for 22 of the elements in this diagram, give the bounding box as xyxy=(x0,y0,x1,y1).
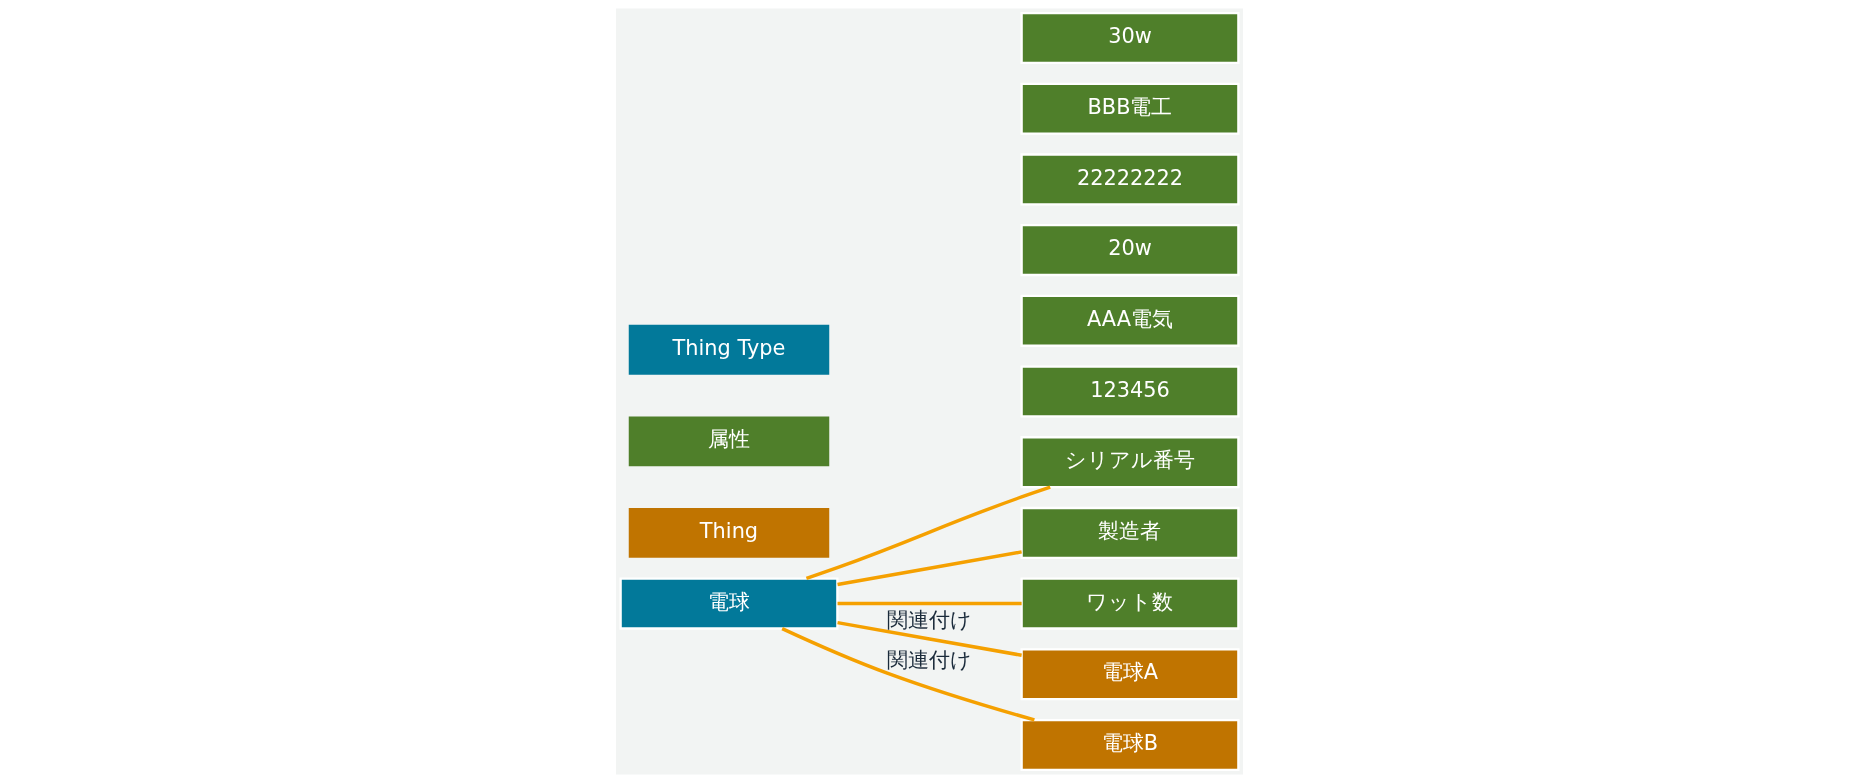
node-box: ワット数 xyxy=(1020,577,1239,630)
connector xyxy=(836,550,1022,587)
connector xyxy=(837,601,1022,606)
node-box: 電球A xyxy=(1020,648,1239,701)
node-box: シリアル番号 xyxy=(1020,436,1239,489)
node-box: 123456 xyxy=(1020,365,1239,418)
legend-label: 属性 xyxy=(707,427,750,452)
edge-label: 関連付け xyxy=(886,647,972,672)
node-box: AAA電気 xyxy=(1020,294,1239,347)
node-box: 30w xyxy=(1020,11,1239,65)
legend-label: Thing Type xyxy=(672,335,785,360)
edge-label: 関連付け xyxy=(886,608,972,633)
node-box: 22222222 xyxy=(1020,153,1239,206)
node-box: BBB電工 xyxy=(1020,82,1239,135)
connector xyxy=(780,627,1035,722)
connector xyxy=(805,485,1051,581)
connector xyxy=(836,620,1022,657)
node-box: 電球 xyxy=(619,577,838,630)
node-box: 20w xyxy=(1020,224,1239,277)
node-box: 電球B xyxy=(1020,718,1239,772)
node-box: 製造者 xyxy=(1020,506,1239,559)
legend-label: Thing xyxy=(699,518,758,543)
